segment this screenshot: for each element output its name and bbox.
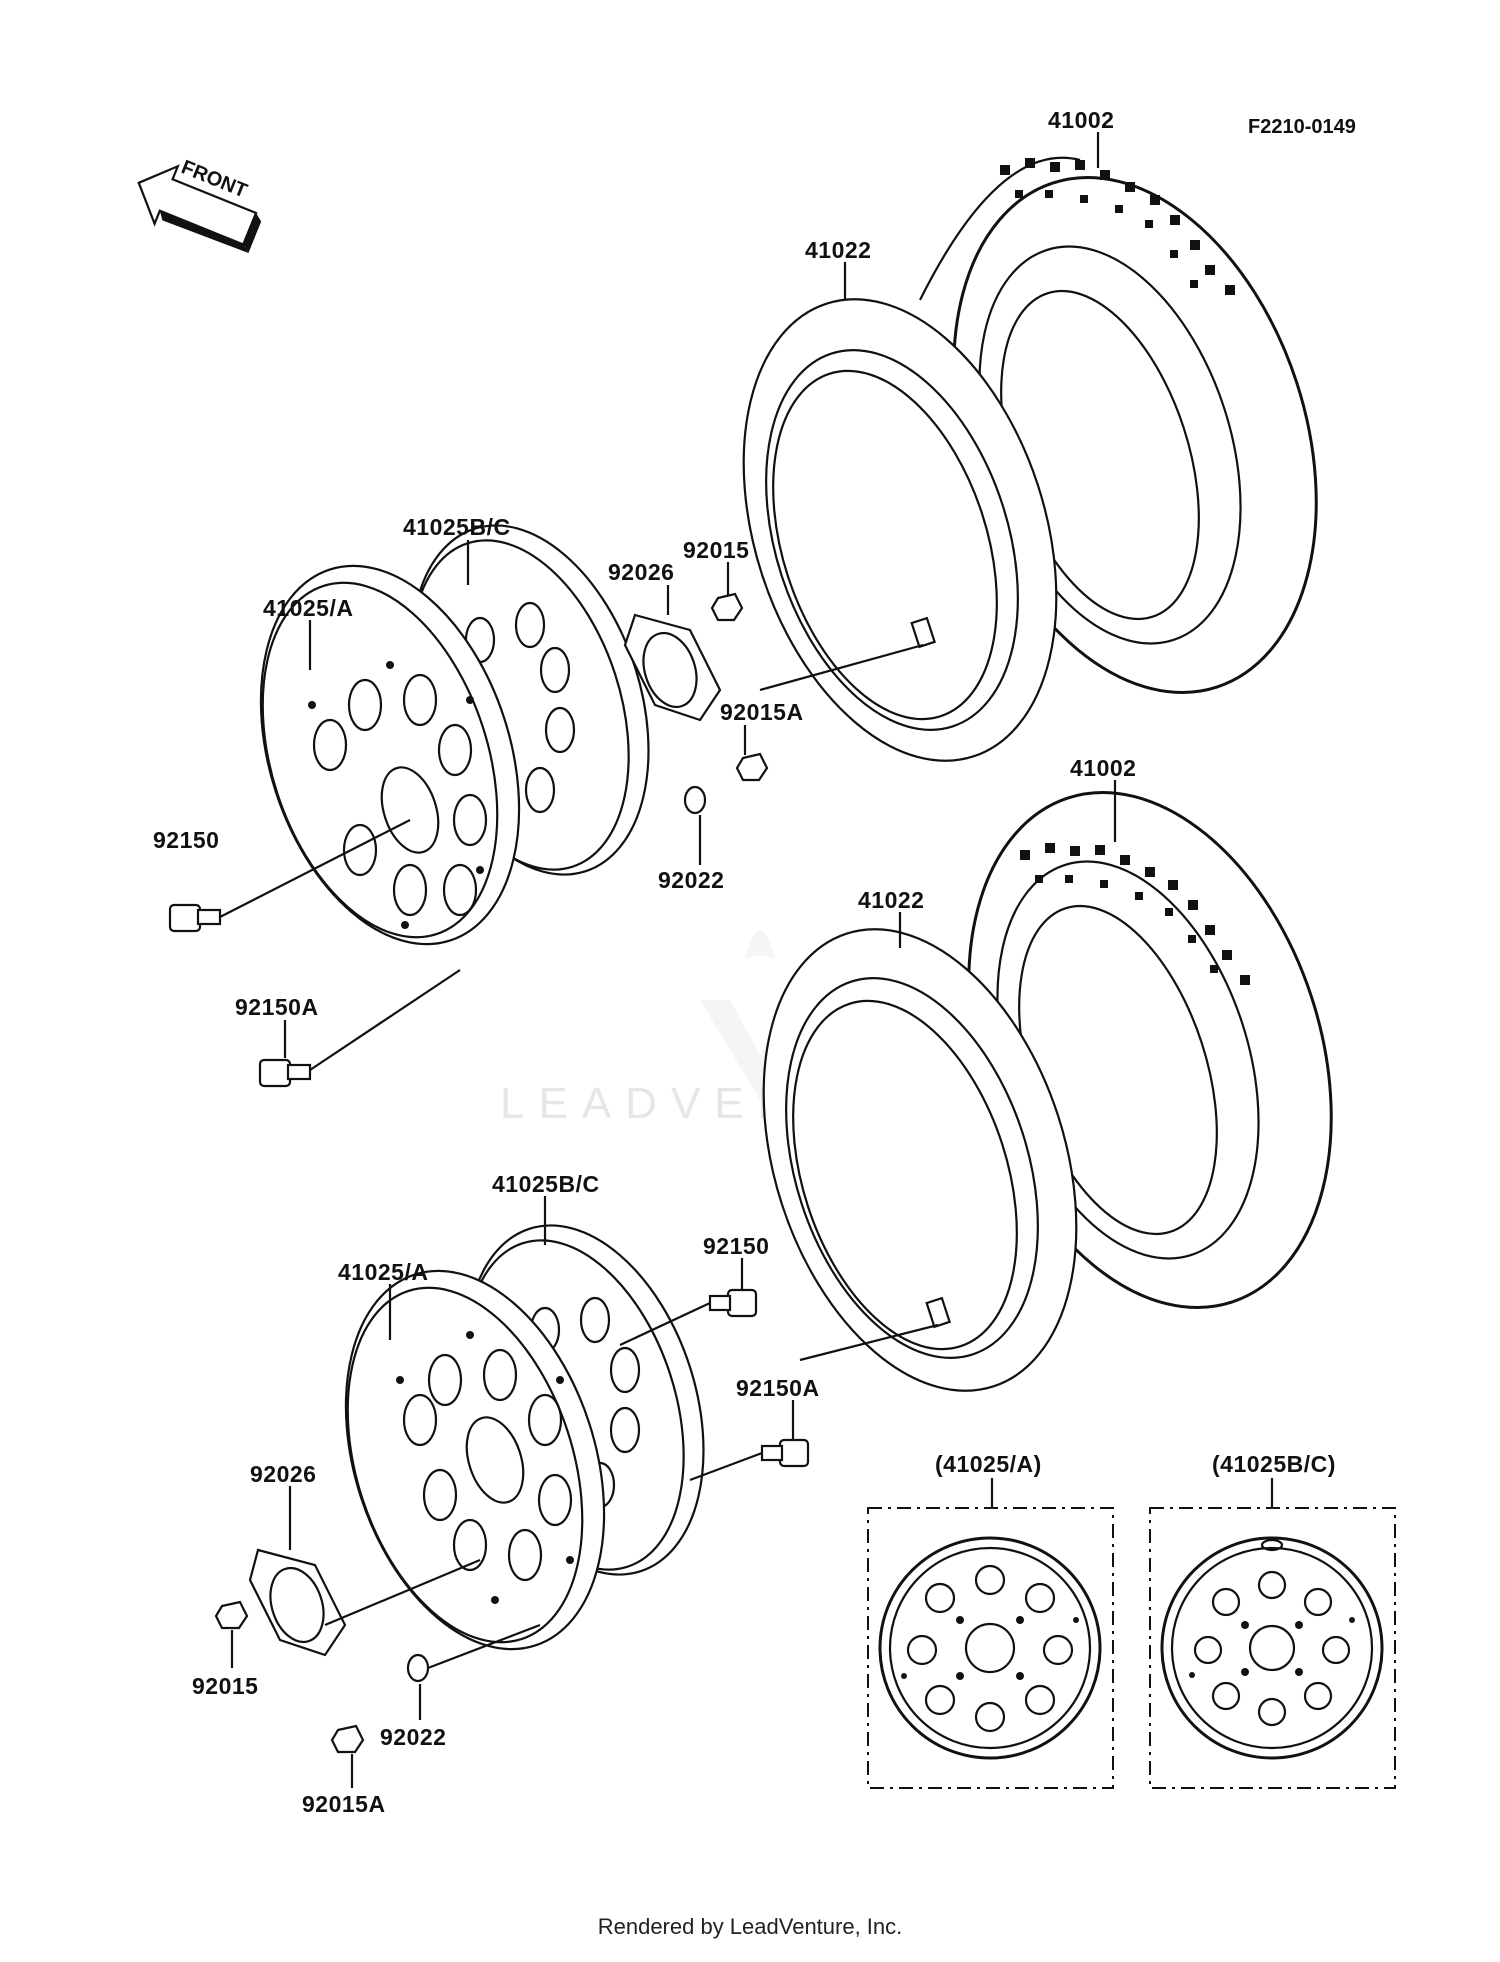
bolt-lower [708,1288,758,1318]
plate-upper [623,613,722,722]
label-bolt-lower: 92150 [703,1233,769,1259]
detail-rim-a [867,1507,1114,1789]
label-washer-lower: 92022 [380,1724,446,1750]
label-nut-a-upper: 92015A [720,699,804,725]
label-tube-upper: 41022 [805,237,871,263]
nut-upper [710,592,744,622]
label-plate-lower: 92026 [250,1461,316,1487]
rim-a-lower [344,1269,606,1651]
label-nut-upper: 92015 [683,537,749,563]
nut-a-lower [330,1724,365,1754]
label-bolt-upper: 92150 [153,827,219,853]
label-washer-upper: 92022 [658,867,724,893]
label-detail-bc: (41025B/C) [1212,1451,1336,1477]
detail-rim-bc [1149,1507,1396,1789]
bolt-upper [168,903,222,933]
label-rim-a-lower: 41025/A [338,1259,428,1285]
tube-lower [762,928,1078,1392]
diagram-code: F2210-0149 [1248,116,1356,138]
label-rim-bc-upper: 41025B/C [403,514,511,540]
label-tire-lower: 41002 [1070,755,1136,781]
bolt-a-upper [258,1058,312,1088]
label-bolt-a-upper: 92150A [235,994,319,1020]
label-detail-a: (41025/A) [935,1451,1042,1477]
tube-upper [742,298,1058,762]
label-rim-bc-lower: 41025B/C [492,1171,600,1197]
label-tube-lower: 41022 [858,887,924,913]
footer-credit: Rendered by LeadVenture, Inc. [597,1914,903,1939]
washer-upper [683,785,707,815]
label-tire-upper: 41002 [1048,107,1114,133]
front-arrow-icon [137,164,262,254]
label-plate-upper: 92026 [608,559,674,585]
label-rim-a-upper: 41025/A [263,595,353,621]
label-nut-a-lower: 92015A [302,1791,386,1817]
rim-a-upper [259,564,521,946]
nut-a-upper [735,752,769,782]
bolt-a-lower [760,1438,810,1468]
washer-lower [406,1653,430,1683]
nut-lower [214,1600,249,1630]
label-bolt-a-lower: 92150A [736,1375,820,1401]
label-nut-lower: 92015 [192,1673,258,1699]
plate-lower [248,1548,347,1657]
